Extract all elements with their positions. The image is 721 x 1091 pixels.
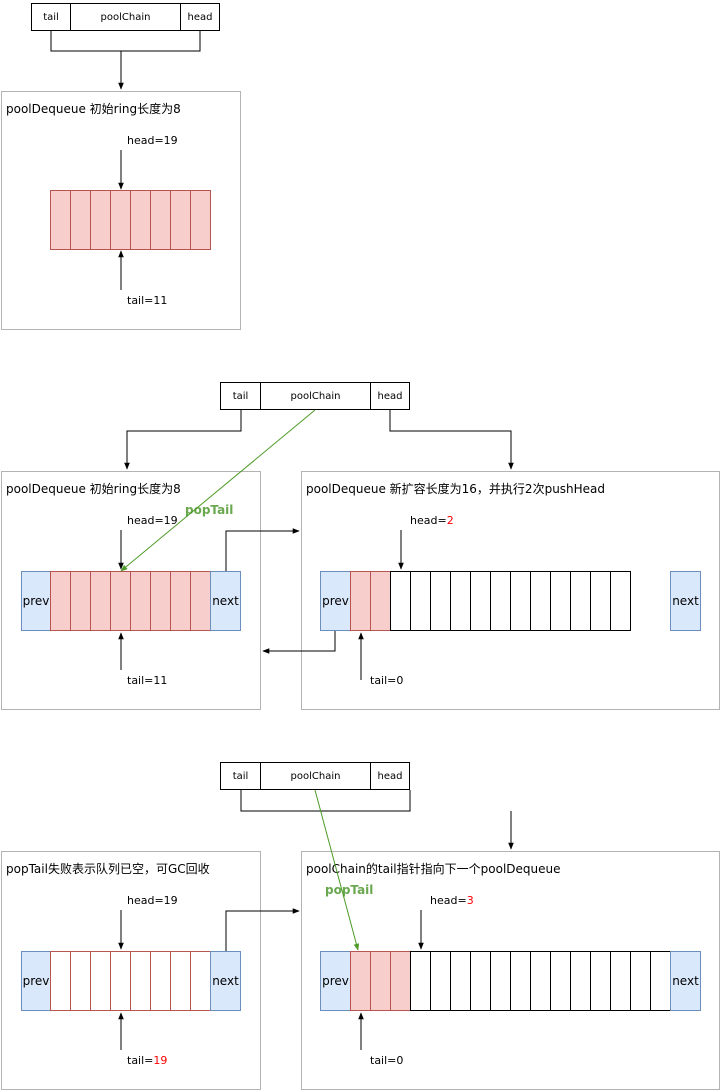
head-label: head=19: [127, 894, 178, 907]
ring-slot-cell: [90, 571, 111, 631]
box-title: poolDequeue 新扩容长度为16，并执行2次pushHead: [306, 482, 606, 496]
ring-slot-cell: [410, 571, 431, 631]
ring-slot-cell: [50, 571, 71, 631]
prev-pointer-cell: prev: [21, 951, 51, 1011]
ring-slot-cell: [590, 571, 611, 631]
ring-slot-cell: [610, 951, 631, 1011]
chain-head-cell: head: [180, 3, 220, 31]
chain-poolchain-cell: poolChain: [70, 3, 181, 31]
prev-pointer-cell: prev: [320, 951, 351, 1011]
next-pointer-cell: next: [210, 951, 241, 1011]
ring-slot-cell: [370, 951, 391, 1011]
ring-slot-cell: [410, 951, 431, 1011]
box-title: poolDequeue 初始ring长度为8: [6, 482, 181, 496]
ring-slot-cell: [190, 190, 211, 250]
ring-slot-cell: [350, 951, 371, 1011]
chain-head-cell: head: [370, 762, 410, 790]
ring-slot-cell: [170, 951, 191, 1011]
ring-slot-cell: [450, 951, 471, 1011]
ring-slot-cell: [430, 571, 451, 631]
ring-slot-cell: [650, 951, 671, 1011]
head-value: 2: [446, 514, 454, 527]
chain-tail-cell: tail: [220, 762, 261, 790]
chain-poolchain-cell: poolChain: [260, 382, 371, 410]
ring-slot-cell: [50, 190, 71, 250]
head-label: head=19: [127, 134, 178, 147]
ring-slot-cell: [590, 951, 611, 1011]
ring-slot-cell: [430, 951, 451, 1011]
chain-bracket: [50, 31, 201, 52]
ring-slot-cell: [630, 951, 651, 1011]
ring-slot-cell: [130, 190, 151, 250]
tail-label: tail=11: [127, 674, 168, 687]
ring-slot-cell: [50, 951, 71, 1011]
pop-tail-label: popTail: [325, 883, 374, 897]
chain-head-cell: head: [370, 382, 410, 410]
next-pointer-cell: next: [210, 571, 241, 631]
tail-value: 19: [153, 1054, 168, 1067]
ring-slot-cell: [570, 571, 591, 631]
ring-slot-cell: [170, 190, 191, 250]
ring-slot-cell: [110, 571, 131, 631]
ring-slot-cell: [190, 571, 211, 631]
box-title: popTail失败表示队列已空，可GC回收: [6, 862, 210, 876]
ring-slot-cell: [70, 571, 91, 631]
box-title: poolDequeue 初始ring长度为8: [6, 102, 181, 116]
ring-slot-cell: [530, 571, 551, 631]
tail-prefix: tail=: [127, 1054, 154, 1067]
ring-slot-cell: [530, 951, 551, 1011]
head-label: head=19: [127, 514, 178, 527]
head-prefix: head=: [410, 514, 447, 527]
box-title: poolChain的tail指针指向下一个poolDequeue: [306, 862, 561, 876]
ring-slot-cell: [190, 951, 211, 1011]
chain-head-arrow: [389, 410, 514, 470]
tail-label: tail=11: [127, 294, 168, 307]
next-pointer-cell: next: [670, 951, 701, 1011]
head-prefix: head=: [430, 894, 467, 907]
ring-slot-cell: [610, 571, 631, 631]
ring-slot-cell: [470, 951, 491, 1011]
chain-tail-arrow: [124, 410, 242, 470]
chain-tail-cell: tail: [31, 3, 71, 31]
ring-slot-cell: [90, 951, 111, 1011]
ring-slot-cell: [130, 951, 151, 1011]
chain-poolchain-cell: poolChain: [260, 762, 371, 790]
ring-slot-cell: [490, 951, 511, 1011]
chain-bracket: [240, 790, 411, 812]
ring-slot-cell: [450, 571, 471, 631]
ring-slot-cell: [70, 190, 91, 250]
prev-pointer-cell: prev: [320, 571, 351, 631]
ring-slot-cell: [170, 571, 191, 631]
ring-slot-cell: [70, 951, 91, 1011]
prev-pointer-cell: prev: [21, 571, 51, 631]
head-label: head=3: [430, 895, 474, 907]
tail-label: tail=0: [370, 674, 404, 687]
ring-slot-cell: [150, 571, 171, 631]
ring-slot-cell: [350, 571, 371, 631]
ring-slot-cell: [510, 571, 531, 631]
ring-slot-cell: [130, 571, 151, 631]
chain-tail-cell: tail: [220, 382, 261, 410]
next-pointer-cell: next: [670, 571, 701, 631]
head-value: 3: [466, 894, 474, 907]
ring-slot-cell: [370, 571, 391, 631]
ring-slot-cell: [150, 951, 171, 1011]
ring-slot-cell: [510, 951, 531, 1011]
ring-slot-cell: [470, 571, 491, 631]
ring-slot-cell: [150, 190, 171, 250]
head-label: head=2: [410, 515, 454, 527]
ring-slot-cell: [490, 571, 511, 631]
ring-slot-cell: [550, 571, 571, 631]
tail-label: tail=0: [370, 1054, 404, 1067]
ring-slot-cell: [570, 951, 591, 1011]
ring-slot-cell: [110, 951, 131, 1011]
ring-slot-cell: [390, 571, 411, 631]
pop-tail-label: popTail: [185, 503, 234, 517]
tail-label: tail=19: [127, 1055, 167, 1067]
ring-slot-cell: [390, 951, 411, 1011]
ring-slot-cell: [90, 190, 111, 250]
ring-slot-cell: [550, 951, 571, 1011]
ring-slot-cell: [110, 190, 131, 250]
